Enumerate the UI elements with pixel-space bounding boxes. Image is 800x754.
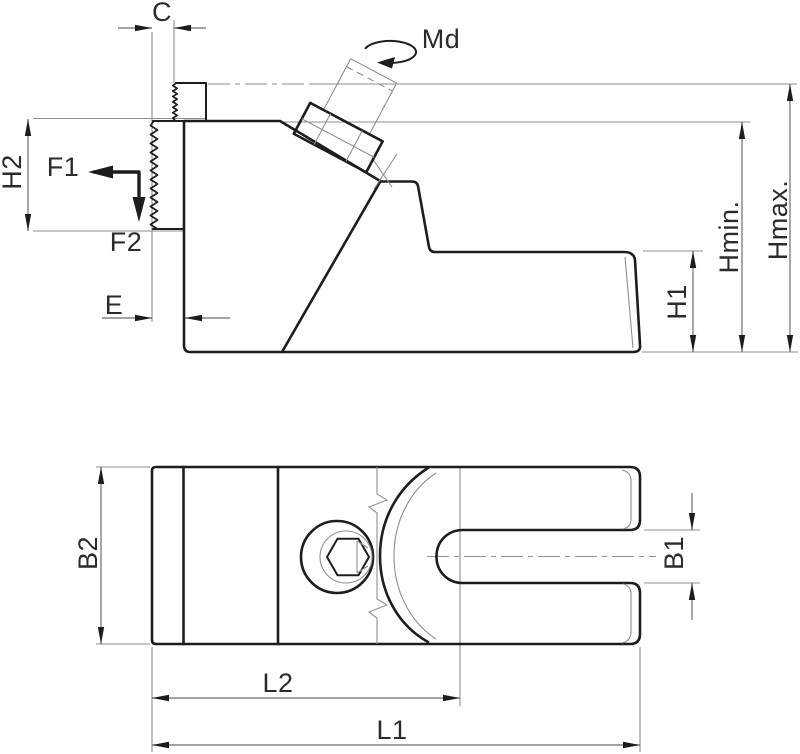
torque-symbol xyxy=(364,40,418,69)
screw-shank-break-dash xyxy=(346,66,393,92)
force-arrows xyxy=(88,165,146,222)
threaded-stub xyxy=(171,82,207,122)
f1-arrowhead-icon xyxy=(88,165,113,179)
dim-c xyxy=(118,24,206,32)
stub-thread xyxy=(171,82,179,122)
label-hmax: Hmax. xyxy=(763,180,793,261)
label-e: E xyxy=(105,290,124,320)
label-f2: F2 xyxy=(110,227,143,257)
top-view-reference-lines xyxy=(96,466,700,752)
screw-shank-sides xyxy=(322,58,398,135)
hex-socket-shading xyxy=(356,540,369,574)
jaw-serration xyxy=(149,120,159,230)
label-l2: L2 xyxy=(262,668,293,698)
screw-shank-break xyxy=(350,58,397,84)
prong-chamfers xyxy=(621,469,632,644)
dim-l2 xyxy=(152,694,460,702)
label-c: C xyxy=(152,0,172,27)
label-hmin: Hmin. xyxy=(714,200,744,273)
dim-h1 xyxy=(689,251,697,352)
arm-end-chamfer xyxy=(624,256,634,349)
hex-socket-icon xyxy=(326,537,370,577)
dim-h2 xyxy=(24,119,32,231)
clamp-jaw-block xyxy=(149,120,185,230)
screw-head xyxy=(292,101,384,174)
clamp-screw xyxy=(292,58,398,174)
side-view xyxy=(24,20,798,354)
top-view xyxy=(96,465,700,752)
face-corner-lines xyxy=(371,153,398,190)
dim-hmin xyxy=(738,122,746,352)
screw-head-facets xyxy=(301,113,375,162)
top-view-outline xyxy=(150,465,642,646)
f2-arrowhead-icon xyxy=(132,197,146,222)
label-b2: B2 xyxy=(73,536,103,570)
label-md: Md xyxy=(422,24,461,54)
label-h2: H2 xyxy=(0,154,27,190)
fork-joint-line xyxy=(367,467,389,644)
label-b1: B1 xyxy=(659,536,689,570)
label-l1: L1 xyxy=(376,715,407,745)
screw-head-circle xyxy=(299,519,375,595)
label-h1: H1 xyxy=(662,284,692,320)
force-arrow-lines xyxy=(92,170,141,216)
dim-hmax xyxy=(786,84,794,352)
dimension-labels: C Md F1 F2 E H2 H1 Hmin. Hmax. B2 B1 L2 … xyxy=(0,0,793,745)
fork-arc xyxy=(378,466,430,644)
fork-arc-chamfer xyxy=(393,472,437,640)
rotation-arrow-icon xyxy=(364,40,418,64)
body-wedge-edge xyxy=(280,180,382,354)
screw-chamfer-circle xyxy=(319,530,373,584)
body-outline xyxy=(182,119,642,354)
dim-b1 xyxy=(688,493,696,620)
dim-e xyxy=(102,314,230,322)
dim-l1 xyxy=(152,741,640,749)
side-view-reference-lines xyxy=(33,20,798,353)
label-f1: F1 xyxy=(47,152,80,182)
dim-b2 xyxy=(97,467,105,644)
hex-socket-screw xyxy=(299,519,375,595)
